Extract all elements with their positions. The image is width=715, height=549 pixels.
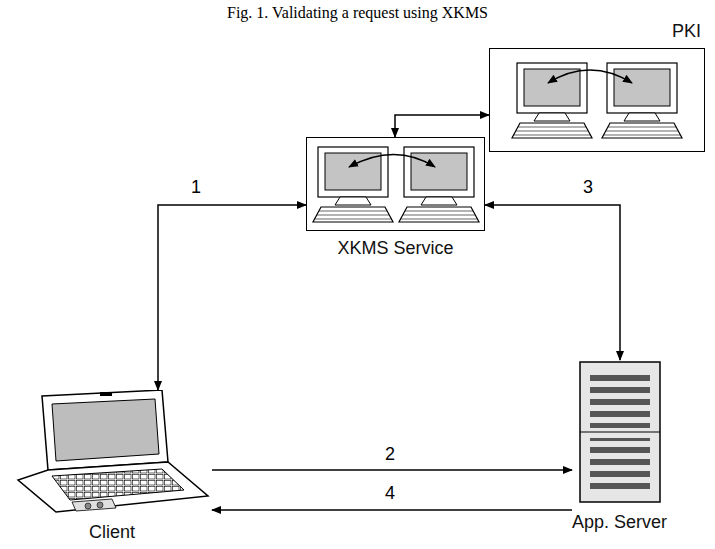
- step-number: 2: [382, 443, 398, 465]
- connector-arrow: [158, 205, 306, 390]
- connector-arrow: [485, 205, 620, 360]
- step-number: 4: [382, 482, 398, 504]
- node-figure: [12, 390, 212, 515]
- node-label: XKMS Service: [337, 231, 453, 259]
- pki-node: PKI: [489, 20, 705, 152]
- node-figure: [575, 360, 665, 505]
- node-frame: [306, 137, 485, 231]
- server-tower: [575, 360, 665, 505]
- step-number: 3: [580, 176, 596, 198]
- step-number: 1: [188, 176, 204, 198]
- pki-computers: [490, 49, 704, 151]
- client-node: Client: [12, 390, 212, 543]
- node-label: PKI: [672, 20, 705, 48]
- connector-arrow: [212, 509, 572, 511]
- connector-arrow: [212, 469, 572, 471]
- node-label: App. Server: [572, 505, 667, 533]
- laptop-illustration: [12, 390, 212, 515]
- xkms-service-node: XKMS Service: [306, 137, 485, 259]
- xkms-computers: [307, 138, 484, 230]
- node-frame: [489, 48, 705, 152]
- figure-title: Fig. 1. Validating a request using XKMS: [0, 4, 715, 22]
- app-server-node: App. Server: [572, 360, 667, 533]
- node-label: Client: [89, 515, 135, 543]
- connector-arrow: [395, 115, 489, 137]
